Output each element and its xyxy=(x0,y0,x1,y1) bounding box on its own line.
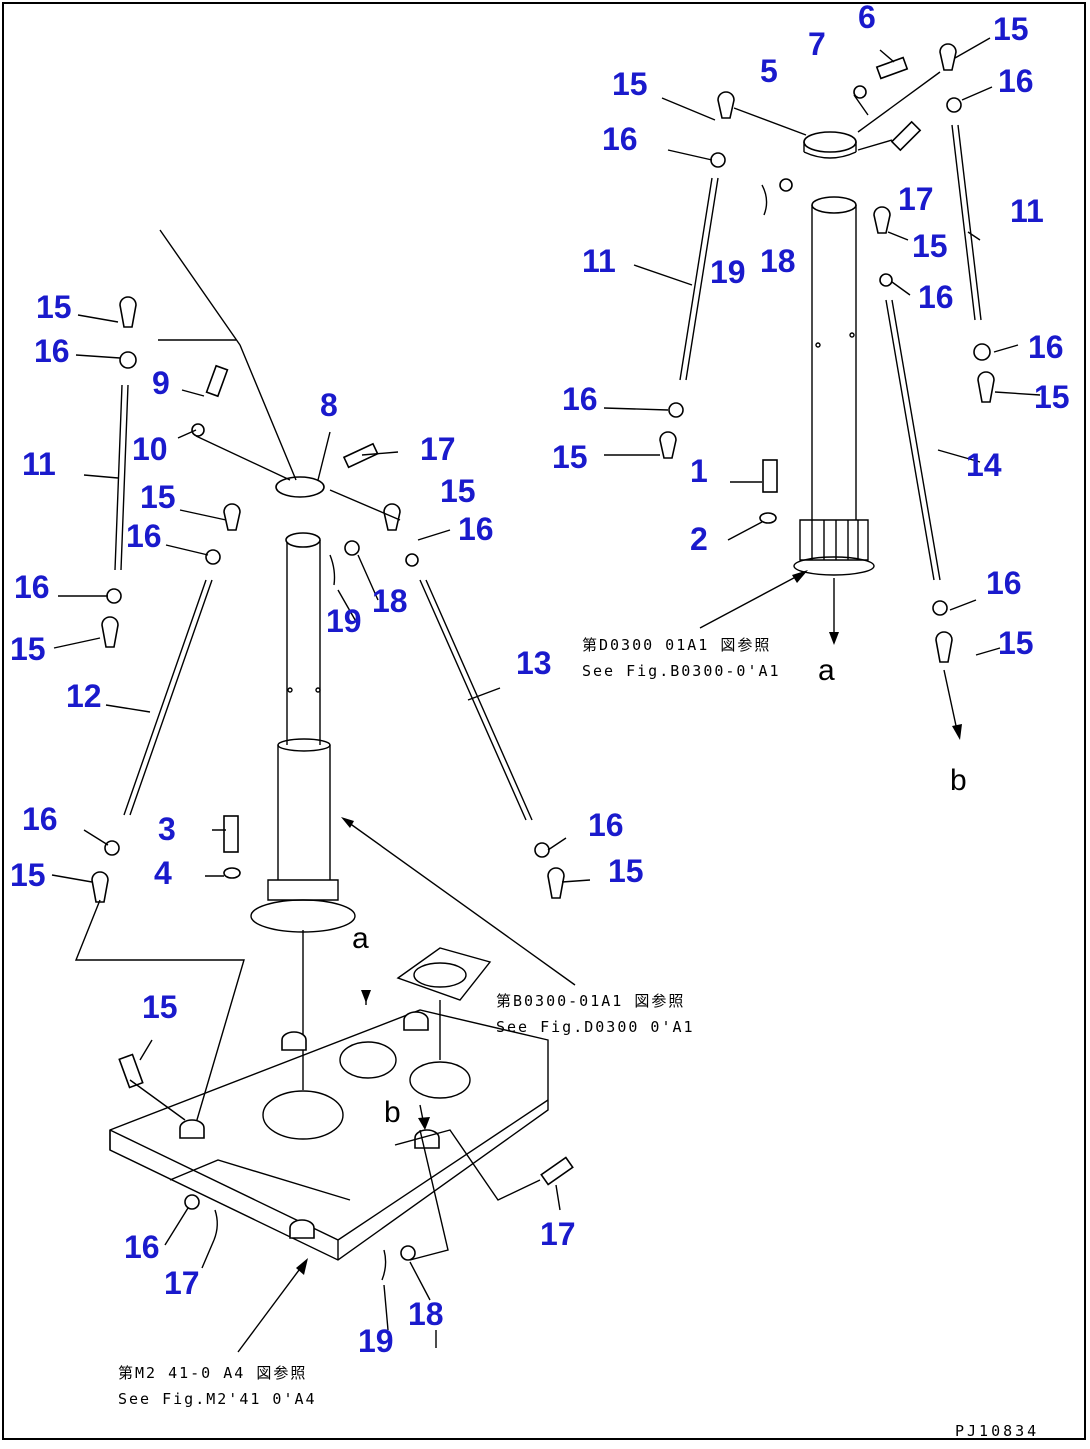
callout-18: 18 xyxy=(760,243,796,279)
callout-17: 17 xyxy=(540,1216,576,1252)
reference-letters: a b a b xyxy=(352,654,967,1129)
callout-11: 11 xyxy=(22,446,56,482)
callout-18: 18 xyxy=(408,1296,444,1332)
callout-15: 15 xyxy=(440,473,476,509)
callout-16: 16 xyxy=(602,121,638,157)
callout-19: 19 xyxy=(710,254,746,290)
callout-19: 19 xyxy=(358,1323,394,1359)
callout-15: 15 xyxy=(1034,379,1070,415)
callout-16: 16 xyxy=(124,1229,160,1265)
callout-15: 15 xyxy=(36,289,72,325)
callout-19: 19 xyxy=(326,603,362,639)
base-plate xyxy=(109,930,574,1353)
callout-15: 15 xyxy=(142,989,178,1025)
callout-2: 2 xyxy=(690,521,708,557)
callout-11: 11 xyxy=(1010,193,1044,229)
note-jp: 第M2 41-0 A4 図参照 xyxy=(118,1364,307,1382)
callout-16: 16 xyxy=(22,801,58,837)
callout-16: 16 xyxy=(1028,329,1064,365)
note-jp: 第B0300-01A1 図参照 xyxy=(496,992,685,1010)
callout-16: 16 xyxy=(986,565,1022,601)
callout-11: 11 xyxy=(582,243,616,279)
callout-15: 15 xyxy=(140,479,176,515)
callout-1: 1 xyxy=(690,453,708,489)
note-en: See Fig.B0300-0'A1 xyxy=(582,662,781,680)
callout-16: 16 xyxy=(918,279,954,315)
letter-b: b xyxy=(950,764,967,797)
callout-15: 15 xyxy=(998,625,1034,661)
callout-16: 16 xyxy=(562,381,598,417)
callout-15: 15 xyxy=(608,853,644,889)
letter-a: a xyxy=(352,922,369,955)
callout-15: 15 xyxy=(993,11,1029,47)
callout-16: 16 xyxy=(14,569,50,605)
letter-a: a xyxy=(818,654,835,687)
callout-17: 17 xyxy=(164,1265,200,1301)
callout-16: 16 xyxy=(458,511,494,547)
callout-16: 16 xyxy=(34,333,70,369)
reference-notes: 第D0300 01A1 図参照 See Fig.B0300-0'A1 第B030… xyxy=(118,636,1039,1440)
callout-17: 17 xyxy=(898,181,934,217)
callout-6: 6 xyxy=(858,0,876,35)
callout-13: 13 xyxy=(516,645,552,681)
callout-18: 18 xyxy=(372,583,408,619)
right-assembly xyxy=(603,37,1041,740)
note-en: See Fig.M2'41 0'A4 xyxy=(118,1390,317,1408)
callout-15: 15 xyxy=(10,857,46,893)
callout-16: 16 xyxy=(588,807,624,843)
callout-3: 3 xyxy=(158,811,176,847)
callout-numbers: 15 6 7 5 15 16 16 17 11 11 19 18 15 16 1… xyxy=(10,0,1070,1359)
callout-4: 4 xyxy=(154,855,172,891)
left-assembly xyxy=(51,229,591,1131)
callout-14: 14 xyxy=(966,447,1002,483)
callout-12: 12 xyxy=(66,678,102,714)
callout-15: 15 xyxy=(912,228,948,264)
callout-8: 8 xyxy=(320,387,338,423)
callout-9: 9 xyxy=(152,365,170,401)
drawing-code: PJ10834 xyxy=(955,1422,1039,1440)
callout-10: 10 xyxy=(132,431,168,467)
callout-7: 7 xyxy=(808,26,826,62)
callout-17: 17 xyxy=(420,431,456,467)
callout-16: 16 xyxy=(998,63,1034,99)
callout-16: 16 xyxy=(126,518,162,554)
note-en: See Fig.D0300 0'A1 xyxy=(496,1018,695,1036)
note-jp: 第D0300 01A1 図参照 xyxy=(582,636,771,654)
callout-5: 5 xyxy=(760,53,778,89)
letter-b: b xyxy=(384,1096,401,1129)
callout-15: 15 xyxy=(10,631,46,667)
callout-15: 15 xyxy=(612,66,648,102)
callout-15: 15 xyxy=(552,439,588,475)
